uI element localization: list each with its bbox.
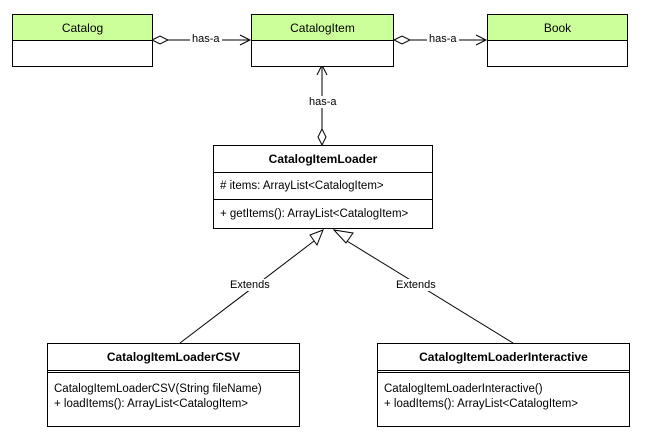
aggregation-diamond-icon [150, 35, 170, 45]
label-has-a-book: has-a [427, 33, 459, 45]
method-loaditems: + loadItems(): ArrayList<CatalogItem> [54, 398, 248, 410]
method-constructor: CatalogItemLoaderInteractive() [384, 383, 543, 395]
aggregation-diamond-icon [392, 35, 412, 45]
class-name: CatalogItemLoaderInteractive [419, 350, 588, 364]
aggregation-diamond-icon [317, 127, 327, 147]
class-catalog[interactable]: Catalog [12, 14, 153, 67]
class-name: Book [488, 15, 627, 41]
class-name: CatalogItemLoaderCSV [106, 350, 241, 364]
class-name: CatalogItemLoader [268, 152, 378, 166]
class-name: CatalogItem [252, 15, 393, 41]
empty-attribute-compartment [48, 370, 299, 373]
method-loaditems: + loadItems(): ArrayList<CatalogItem> [384, 398, 578, 410]
class-catalogitemloaderinteractive[interactable]: CatalogItemLoaderInteractive CatalogItem… [377, 343, 630, 427]
method-getitems: + getItems(): ArrayList<CatalogItem> [214, 199, 432, 228]
class-catalogitemloadercsv[interactable]: CatalogItemLoaderCSV CatalogItemLoaderCS… [47, 343, 300, 427]
class-book[interactable]: Book [487, 14, 628, 67]
method-constructor: CatalogItemLoaderCSV(String fileName) [54, 383, 262, 395]
label-has-a-loader: has-a [307, 96, 339, 108]
label-has-a-catalog: has-a [190, 33, 222, 45]
empty-attribute-compartment [378, 370, 629, 373]
class-name: Catalog [13, 15, 152, 41]
class-catalogitem[interactable]: CatalogItem [251, 14, 394, 67]
arrowhead-icon [475, 34, 488, 46]
label-extends-csv: Extends [228, 279, 272, 291]
class-catalogitemloader[interactable]: CatalogItemLoader # items: ArrayList<Cat… [213, 145, 433, 229]
attribute-items: # items: ArrayList<CatalogItem> [214, 172, 432, 199]
label-extends-interactive: Extends [394, 279, 438, 291]
arrowhead-icon [239, 34, 252, 46]
inheritance-triangle-icon [332, 229, 354, 244]
inheritance-triangle-icon [309, 229, 324, 247]
